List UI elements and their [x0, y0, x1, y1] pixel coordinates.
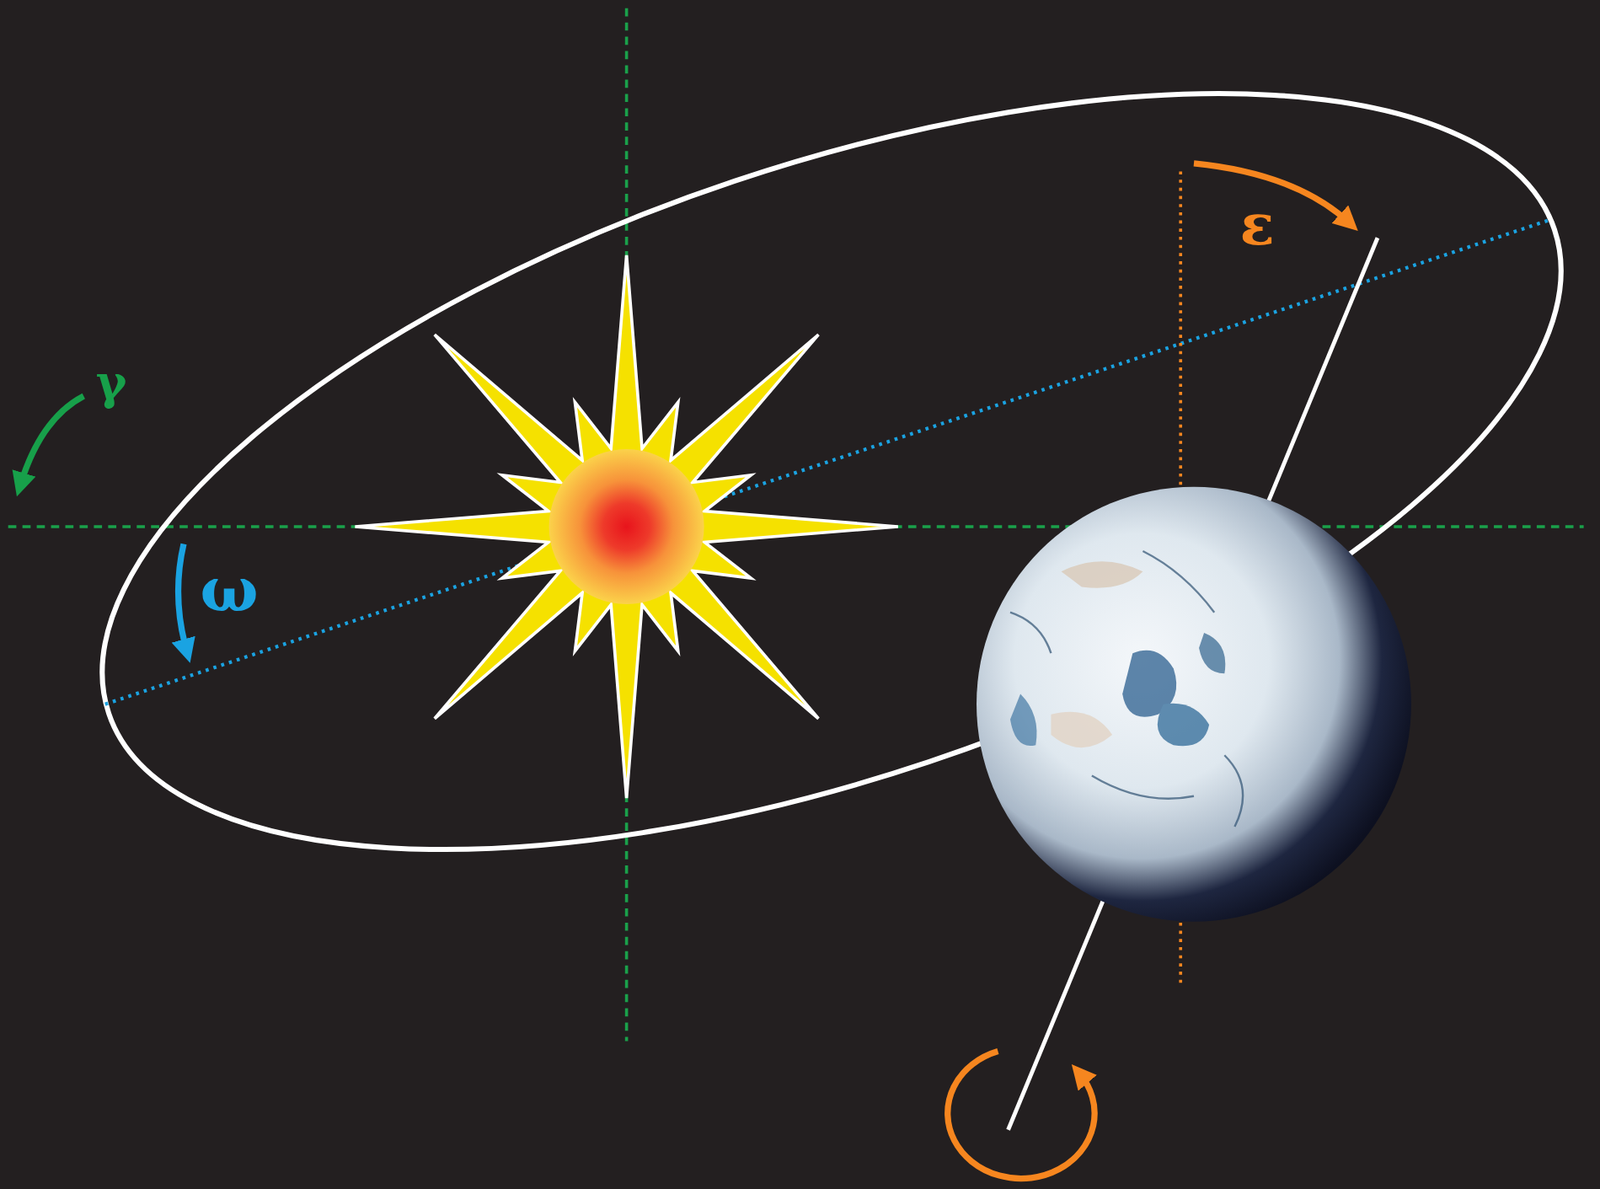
precession-symbol: γ — [96, 358, 128, 407]
perihelion-arrow — [178, 544, 188, 652]
orbit-ellipse — [11, 0, 1600, 1004]
perihelion-symbol: ω — [199, 559, 258, 621]
obliquity-symbol: ε — [1239, 196, 1274, 254]
sun-rays — [354, 255, 898, 798]
precession-arrow — [20, 395, 84, 485]
spin-arrow — [947, 1050, 1095, 1178]
earth — [976, 486, 1412, 922]
sun-core — [549, 449, 705, 605]
